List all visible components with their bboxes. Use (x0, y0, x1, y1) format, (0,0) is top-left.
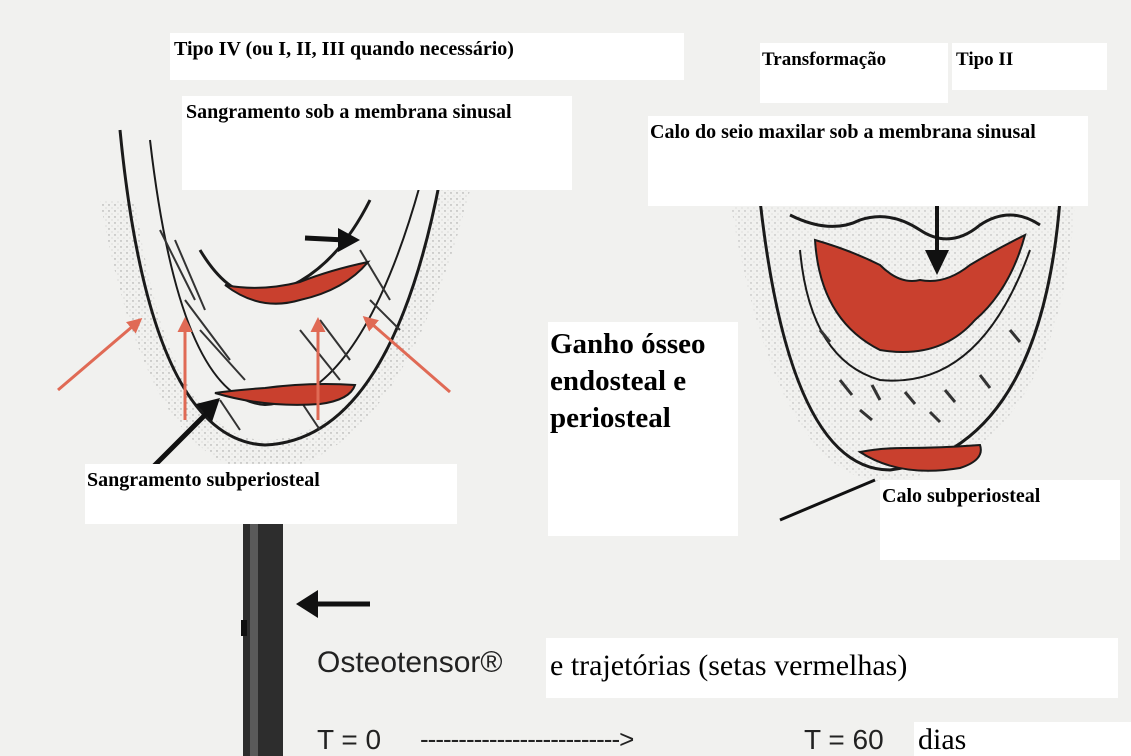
label-osteotensor: Osteotensor® (317, 646, 503, 680)
label-sangramento-subperiosteal: Sangramento subperiosteal (85, 464, 457, 524)
label-t60: T = 60 (804, 724, 884, 756)
left-callus-upper (225, 262, 368, 304)
label-t0: T = 0 (317, 724, 381, 756)
label-calo-subperiosteal: Calo subperiosteal (880, 480, 1120, 560)
timeline-arrow: --------------------------> (420, 724, 633, 755)
label-sangramento-membrana: Sangramento sob a membrana sinusal (182, 96, 572, 190)
label-tipo-ii: Tipo II (952, 43, 1107, 90)
left-callus-lower (215, 384, 355, 405)
left-stipple-region (100, 190, 470, 470)
label-dias: dias (914, 722, 1131, 756)
label-transformacao: Transformação (760, 43, 948, 103)
osteotensor-instrument (241, 500, 370, 756)
right-pointer-line (780, 480, 875, 520)
label-trajetorias: e trajetórias (setas vermelhas) (546, 638, 1118, 698)
label-calo-seio: Calo do seio maxilar sob a membrana sinu… (648, 116, 1088, 206)
right-sinus-section (730, 200, 1075, 520)
label-ganho-osseo: Ganho ósseo endosteal e periosteal (548, 322, 738, 536)
label-tipo-iv: Tipo IV (ou I, II, III quando necessário… (170, 33, 684, 80)
